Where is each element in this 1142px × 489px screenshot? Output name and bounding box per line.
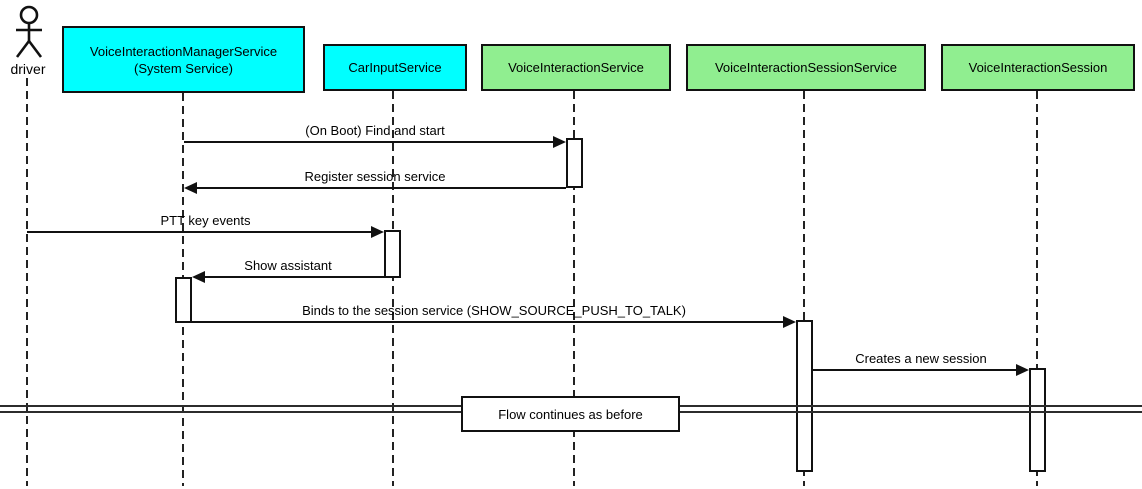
lifeline-voiceinteractionsession xyxy=(1036,91,1038,486)
stick-figure-icon xyxy=(15,5,43,58)
arrowhead-right-icon xyxy=(783,316,796,328)
message-ptt-key-events: PTT key events xyxy=(27,209,384,238)
activation-voiceinteractionsession xyxy=(1029,368,1046,472)
message-creates-a-new-session: Creates a new session xyxy=(813,347,1029,376)
lifeline-voiceinteractionservice xyxy=(573,91,575,486)
message-label: PTT key events xyxy=(160,213,251,228)
participant-label: VoiceInteractionManagerService xyxy=(89,43,278,59)
activation-carinputservice xyxy=(384,230,401,278)
participant-sublabel: (System Service) xyxy=(134,60,233,76)
participant-voiceinteractionmanagerservice: VoiceInteractionManagerService (System S… xyxy=(62,26,305,93)
message-register-session-service: Register session service xyxy=(184,165,566,194)
lifeline-driver xyxy=(26,78,28,486)
participant-label: VoiceInteractionService xyxy=(508,60,644,75)
message-line xyxy=(192,187,566,189)
message-line xyxy=(27,231,376,233)
message-show-assistant: Show assistant xyxy=(192,254,384,283)
message-binds-to-session-service: Binds to the session service (SHOW_SOURC… xyxy=(192,299,796,328)
actor-label: driver xyxy=(10,61,46,77)
activation-voiceinteractionmanagerservice xyxy=(175,277,192,323)
message-on-boot-find-and-start: (On Boot) Find and start xyxy=(184,119,566,148)
divider-label: Flow continues as before xyxy=(498,406,643,422)
divider-box: Flow continues as before xyxy=(461,396,680,432)
arrowhead-left-icon xyxy=(192,271,205,283)
message-label: Register session service xyxy=(304,169,446,184)
message-label: Binds to the session service (SHOW_SOURC… xyxy=(302,303,686,318)
lifeline-carinputservice xyxy=(392,91,394,486)
arrowhead-right-icon xyxy=(371,226,384,238)
arrowhead-left-icon xyxy=(184,182,197,194)
activation-voiceinteractionsessionservice xyxy=(796,320,813,472)
participant-label: CarInputService xyxy=(348,60,442,75)
participant-label: VoiceInteractionSessionService xyxy=(714,60,898,75)
message-label: Creates a new session xyxy=(855,351,987,366)
participant-label: VoiceInteractionSession xyxy=(968,60,1108,75)
participant-voiceinteractionservice: VoiceInteractionService xyxy=(481,44,671,91)
participant-voiceinteractionsessionservice: VoiceInteractionSessionService xyxy=(686,44,926,91)
arrowhead-right-icon xyxy=(553,136,566,148)
message-line xyxy=(813,369,1021,371)
message-label: (On Boot) Find and start xyxy=(305,123,445,138)
actor-driver: driver xyxy=(4,4,52,77)
participant-carinputservice: CarInputService xyxy=(323,44,467,91)
message-label: Show assistant xyxy=(244,258,332,273)
participant-voiceinteractionsession: VoiceInteractionSession xyxy=(941,44,1135,91)
arrowhead-right-icon xyxy=(1016,364,1029,376)
message-line xyxy=(192,321,788,323)
lifeline-voiceinteractionsessionservice xyxy=(803,91,805,486)
message-line xyxy=(184,141,558,143)
activation-voiceinteractionservice xyxy=(566,138,583,188)
message-line xyxy=(200,276,384,278)
